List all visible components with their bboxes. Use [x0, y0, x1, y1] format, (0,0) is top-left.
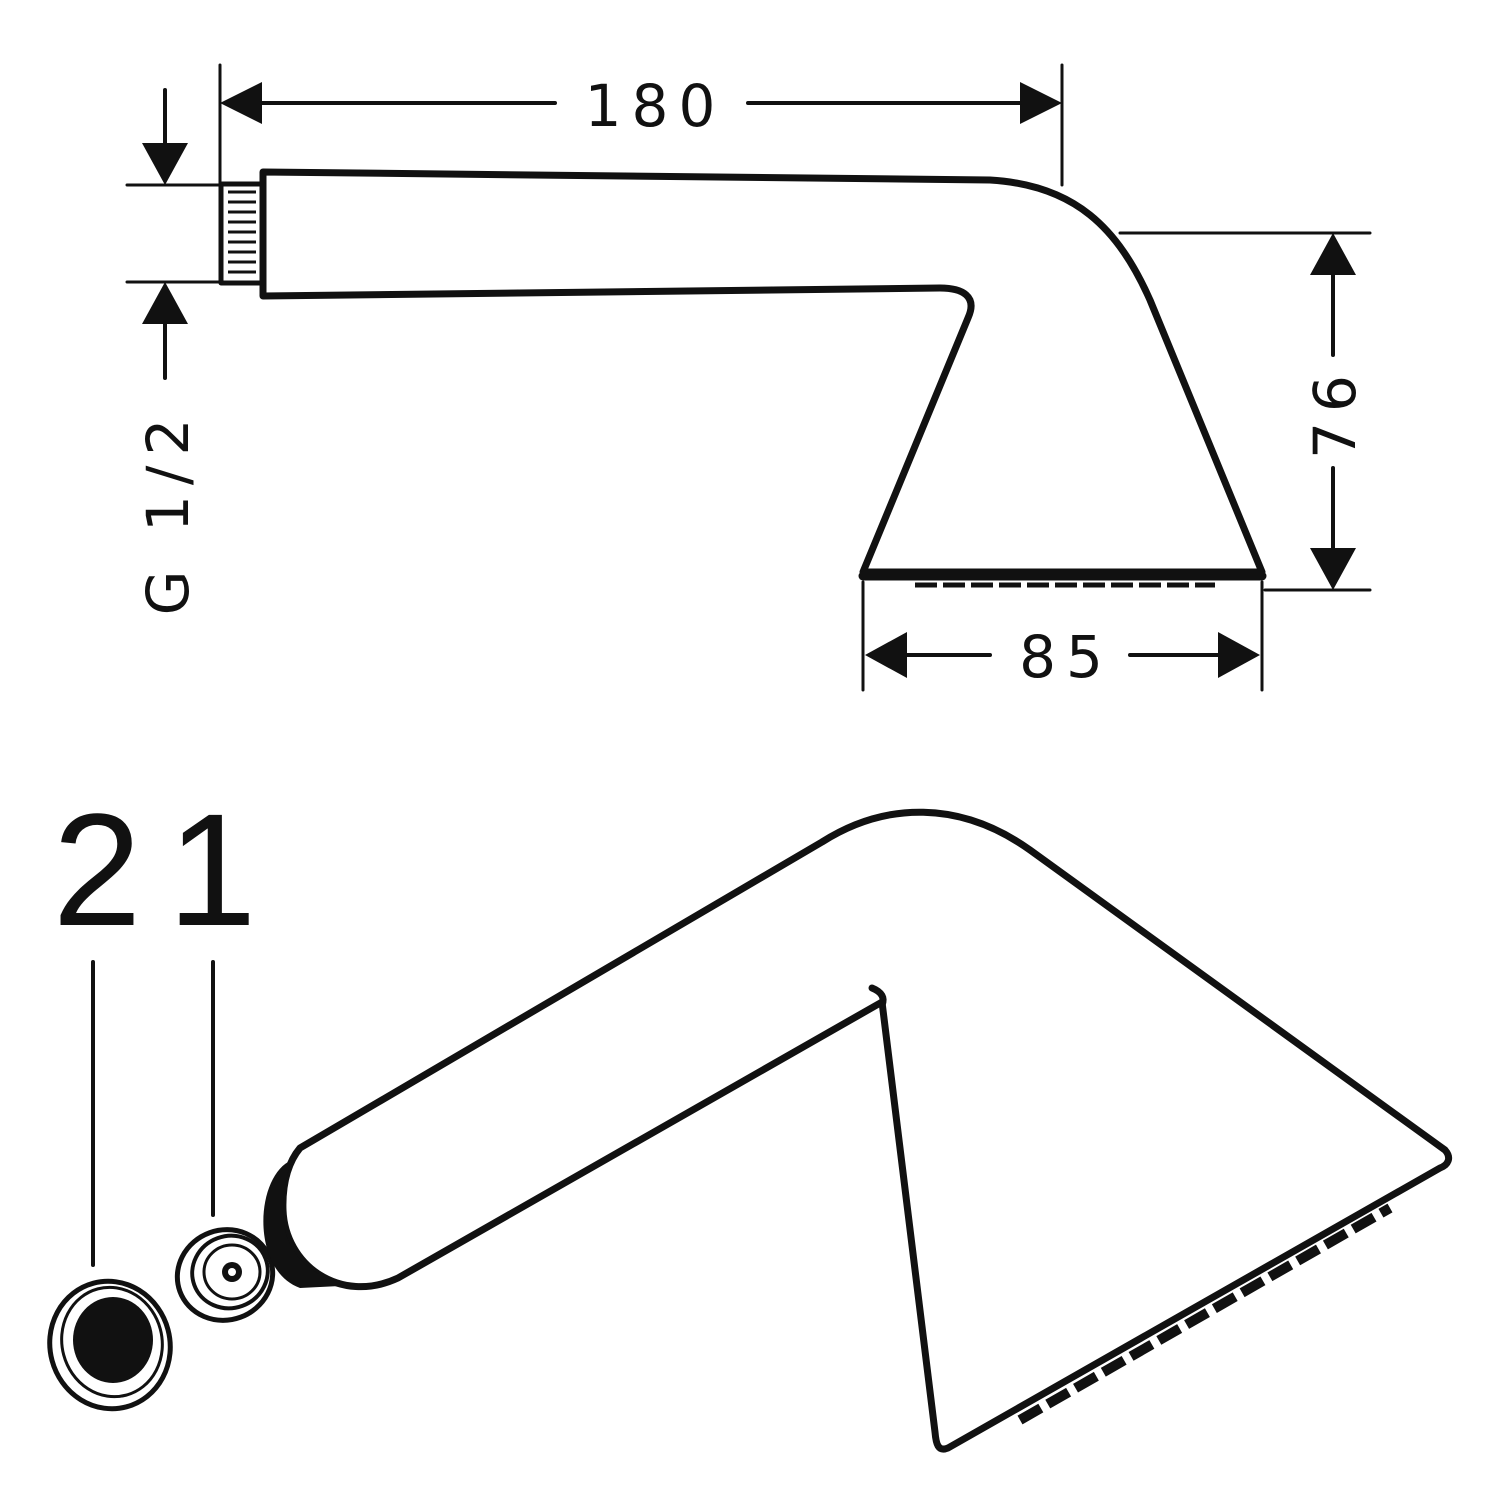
exploded-view: 2 1	[47, 780, 1453, 1453]
side-view: 180 G 1/2	[125, 63, 1372, 692]
dimension-height-label: 76	[1301, 365, 1369, 459]
dimension-face-width-label: 85	[1019, 623, 1113, 691]
dimension-face-width: 85	[861, 580, 1264, 692]
body-inner-edge	[868, 984, 887, 1009]
dimension-length-label: 180	[585, 72, 726, 140]
part-1-insert	[174, 1227, 276, 1323]
face-nozzles	[1017, 1203, 1393, 1425]
dimension-length: 180	[218, 63, 1064, 282]
connector-ring	[263, 1160, 360, 1288]
dimension-thread-label: G 1/2	[134, 409, 202, 616]
shower-arm-side	[259, 168, 1266, 576]
part-number-1: 1	[168, 780, 257, 959]
part-number-2: 2	[53, 780, 142, 959]
thread	[218, 181, 266, 286]
dimension-thread: G 1/2	[125, 88, 222, 616]
part-2-cap	[47, 1278, 173, 1412]
shower-arm-body	[279, 808, 1453, 1453]
face-plate	[858, 571, 1267, 588]
dimension-height: 76	[1118, 231, 1372, 592]
